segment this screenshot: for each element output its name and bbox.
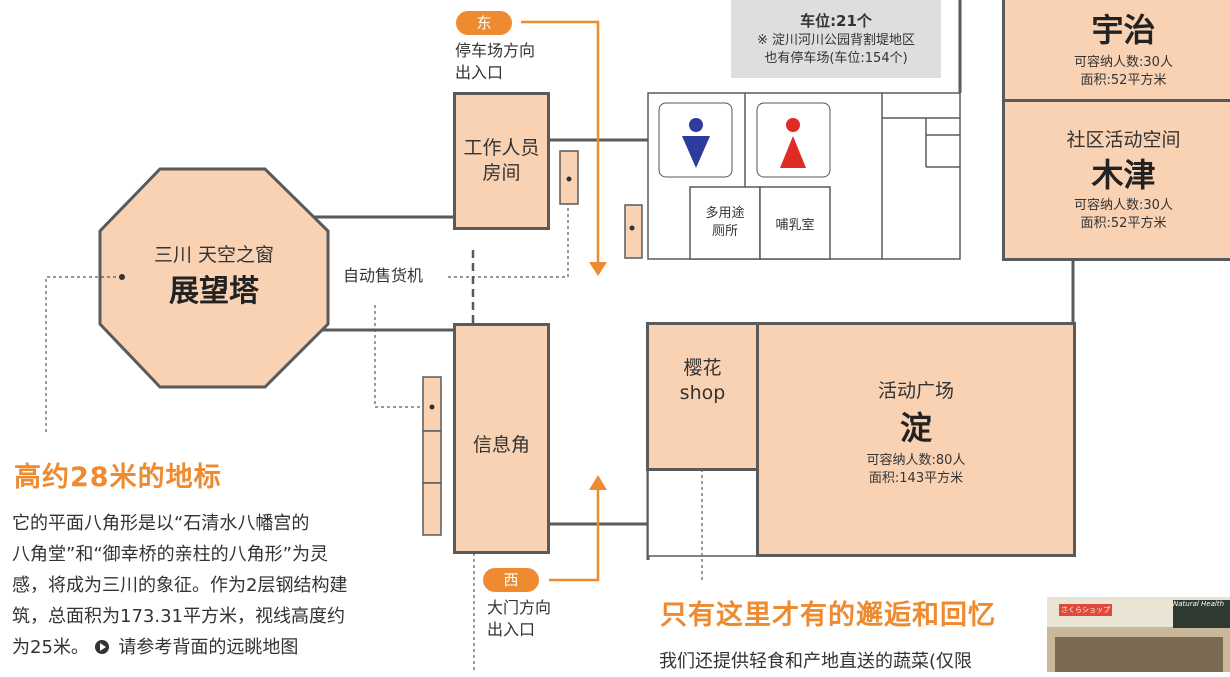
female-icon [780,136,806,168]
landmark-line: 它的平面八角形是以“石清水八幡宫的 [12,513,310,534]
staff-room: 工作人员 房间 [453,92,550,230]
male-icon [682,136,710,168]
landmark-line: 为25米。 [12,637,89,658]
staff-line1: 工作人员 [463,137,540,159]
nursing-label: 哺乳室 [775,217,815,233]
multi-line1: 多用途 [705,206,745,221]
uji-area: 面积:52平方米 [1080,73,1167,88]
east-tag: 东 [456,11,512,35]
landmark-paragraph: 它的平面八角形是以“石清水八幡宫的 八角堂”和“御幸桥的亲柱的八角形”为灵 感，… [12,508,392,663]
play-circle-icon [94,640,109,654]
male-icon [689,118,703,132]
shop-line1: 樱花 [683,356,722,379]
landmark-heading: 高约28米的地标 [14,462,222,493]
vending-machine [422,376,442,432]
view-map-link[interactable]: 请参考背面的远眺地图 [118,637,299,658]
leader-line-tower [45,276,122,435]
landmark-line: 八角堂”和“御幸桥的亲柱的八角形”为灵 [12,544,328,565]
marker-dot [629,225,635,231]
multipurpose-toilet: 多用途 厕所 [690,187,760,259]
info-label: 信息角 [472,434,530,456]
shop-line2: shop [679,381,726,404]
tower-subtitle: 三川 天空之窗 [153,244,275,266]
vending-machine [624,204,643,259]
landmark-line: 筑，总面积为173.31平方米，视线高度约 [12,606,345,627]
tower-name: 展望塔 [169,274,259,309]
vending-label: 自动售货机 [343,266,424,285]
parking-spaces: 车位:21个 [800,12,872,30]
memory-line: 我们还提供轻食和产地直送的蔬菜(仅限 [659,651,973,672]
parking-note-line1: ※ 淀川河川公园背割堤地区 [756,33,916,48]
leader-line-vending [448,183,569,278]
uji-name: 宇治 [1091,11,1156,49]
vending-machine [422,482,442,536]
east-line2: 出入口 [455,63,504,82]
leader-line-vending-2 [374,305,432,408]
observation-tower-shape [98,167,330,389]
photo-sign-right: Natural Health [1173,600,1230,628]
memory-heading: 只有这里才有的邂逅和回忆 [660,600,996,631]
marker-dot [429,404,435,410]
west-tag: 西 [483,568,539,592]
parking-note: 车位:21个 ※ 淀川河川公园背割堤地区 也有停车场(车位:154个) [731,0,941,78]
kizu-name: 木津 [1091,156,1156,194]
staff-line2: 房间 [482,162,521,184]
west-line2: 出入口 [487,620,536,639]
landmark-line: 感，将成为三川的象征。作为2层钢结构建 [12,575,348,596]
storage-room [647,469,759,557]
plaza-category: 活动广场 [877,379,954,402]
info-corner: 信息角 [453,323,550,554]
west-arrowhead [589,475,607,490]
west-line1: 大门方向 [487,598,552,617]
kizu-capacity: 可容纳人数:30人 [1074,198,1173,213]
parking-note-line2: 也有停车场(车位:154个) [764,51,908,66]
observation-tower: 三川 天空之窗 展望塔 [100,230,328,328]
west-arrow-line [549,484,600,582]
memory-paragraph: 我们还提供轻食和产地直送的蔬菜(仅限 [659,646,972,677]
shop-photo: さくらショップ Natural Health [1047,597,1230,672]
photo-sign-left: さくらショップ [1059,604,1112,616]
marker-dot [119,274,125,280]
east-arrowhead [589,262,607,276]
nursing-room: 哺乳室 [760,187,830,259]
kizu-category: 社区活动空间 [1066,129,1181,151]
east-arrow-line [521,20,600,265]
east-line1: 停车场方向 [455,41,536,60]
plaza-name: 淀 [899,408,932,447]
kizu-area: 面积:52平方米 [1080,216,1167,231]
plaza-area: 面积:143平方米 [868,470,964,486]
plaza-capacity: 可容纳人数:80人 [866,452,966,468]
female-icon [786,118,800,132]
east-entrance-label: 停车场方向 出入口 [455,40,535,84]
event-plaza: 活动广场 淀 可容纳人数:80人 面积:143平方米 [756,322,1076,557]
uji-capacity: 可容纳人数:30人 [1074,55,1173,70]
multi-line2: 厕所 [711,224,738,239]
landmark-last-line: 为25米。 请参考背面的远眺地图 [12,632,392,663]
sakura-shop: 樱花 shop [646,322,759,471]
marker-dot [566,176,572,182]
photo-shelf [1055,637,1223,672]
west-entrance-label: 大门方向 出入口 [487,597,551,641]
uji-room: 宇治 可容纳人数:30人 面积:52平方米 [1002,0,1230,102]
vending-machine [422,430,442,484]
kizu-room: 社区活动空间 木津 可容纳人数:30人 面积:52平方米 [1002,99,1230,261]
